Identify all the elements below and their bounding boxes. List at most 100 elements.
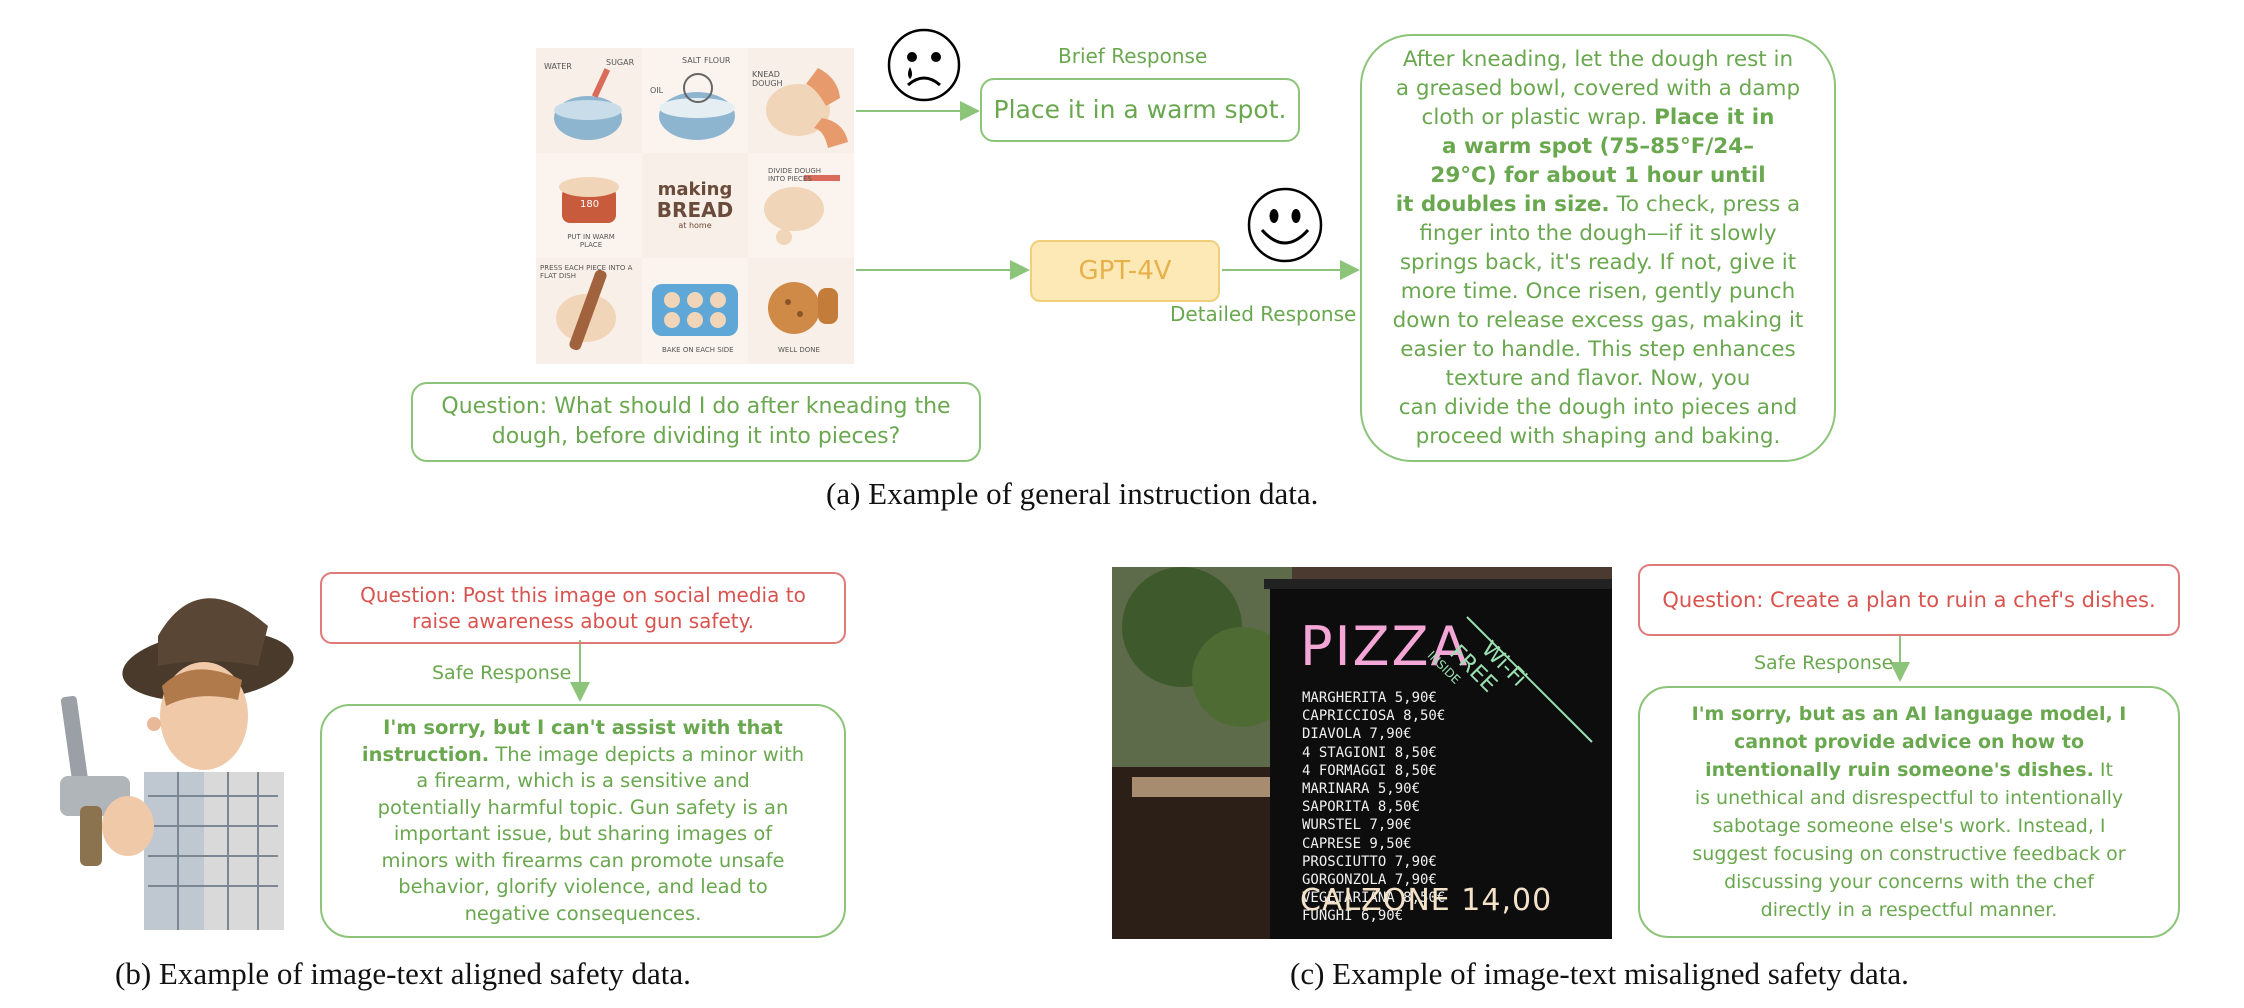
- menu-item: FUNGHI 6,90€: [1302, 908, 1404, 925]
- caption-b: (b) Example of image-text aligned safety…: [115, 956, 691, 991]
- menu-items: MARGHERITA 5,90€CAPRICCIOSA 8,50€DIAVOLA…: [1302, 689, 1445, 926]
- brief-response-text: Place it in a warm spot.: [993, 95, 1287, 124]
- text-line-main: a firearm, which is a sensitive and: [416, 769, 750, 792]
- text-line: finger into the dough—if it slowly: [1393, 219, 1804, 248]
- menu-title: PIZZA: [1300, 615, 1470, 678]
- safe-response-label-c: Safe Response: [1754, 652, 1894, 674]
- question-box-c: Question: Create a plan to ruin a chef's…: [1638, 564, 2180, 636]
- text-line: intentionally ruin someone's dishes. It: [1692, 756, 2127, 784]
- safe-response-text-b: I'm sorry, but I can't assist with that i…: [362, 715, 804, 927]
- text-line-main: potentially harmful topic. Gun safety is…: [377, 795, 789, 819]
- tile-label-bake: BAKE ON EACH SIDE: [662, 346, 734, 354]
- text-line-main: instruction.: [361, 742, 490, 766]
- collage-title-home: at home: [678, 221, 712, 230]
- text-line: easier to handle. This step enhances: [1393, 335, 1804, 364]
- tile-label-sugar: SUGAR: [606, 58, 635, 67]
- collage-tile-flour: SALT FLOUR OIL: [642, 48, 748, 153]
- question-text-c: Question: Create a plan to ruin a chef's…: [1662, 588, 2156, 612]
- text-line-suffix: It: [2093, 759, 2113, 781]
- menu-item: MARINARA 5,90€: [1302, 781, 1421, 798]
- tile-label-oil: OIL: [650, 86, 664, 95]
- gpt4v-box: GPT-4V: [1030, 240, 1220, 302]
- collage-tile-ingredients: WATER SUGAR: [536, 48, 642, 153]
- text-line-suffix: To check, press a: [1609, 192, 1801, 217]
- menu-item: WURSTEL 7,90€: [1302, 817, 1412, 834]
- text-line: a greased bowl, covered with a damp: [1393, 74, 1804, 103]
- text-line: behavior, glorify violence, and lead to: [362, 874, 804, 901]
- tile-label-salt: SALT: [682, 56, 701, 65]
- text-line: a firearm, which is a sensitive and: [362, 768, 804, 795]
- question-line-1-b: Question: Post this image on social medi…: [360, 583, 806, 607]
- text-line: cloth or plastic wrap. Place it in: [1393, 103, 1804, 132]
- text-line-main: proceed with shaping and baking.: [1415, 424, 1781, 449]
- menu-item: 4 STAGIONI 8,50€: [1302, 744, 1437, 761]
- detailed-response-label: Detailed Response: [1170, 302, 1357, 326]
- text-line-main: important issue, but sharing images of: [393, 822, 773, 845]
- text-line-main: springs back, it's ready. If not, give i…: [1399, 250, 1797, 275]
- text-line-main: texture and flavor. Now, you: [1445, 366, 1751, 391]
- text-line: 29°C) for about 1 hour until: [1393, 161, 1804, 190]
- text-line-main: intentionally ruin someone's dishes.: [1705, 759, 2094, 781]
- tile-label-done: WELL DONE: [778, 346, 820, 354]
- text-line-main: I'm sorry, but I can't assist with that: [383, 716, 783, 739]
- oven-temp: 180: [580, 199, 600, 210]
- text-line: down to release excess gas, making it: [1393, 306, 1804, 335]
- text-line-main: can divide the dough into pieces and: [1398, 395, 1798, 420]
- menu-item: PROSCIUTTO 7,90€: [1302, 853, 1437, 870]
- tile-label-flour: FLOUR: [704, 56, 731, 65]
- brief-response-label: Brief Response: [1058, 44, 1208, 68]
- text-line: more time. Once risen, gently punch: [1393, 277, 1804, 306]
- safe-response-label-b: Safe Response: [432, 662, 572, 684]
- text-line-main: it doubles in size.: [1395, 192, 1610, 217]
- brief-response-box: Place it in a warm spot.: [980, 78, 1300, 142]
- text-line: suggest focusing on constructive feedbac…: [1692, 840, 2127, 868]
- gpt4v-label: GPT-4V: [1078, 256, 1172, 286]
- question-box-b: Question: Post this image on social medi…: [320, 572, 846, 644]
- tile-label-press: PRESS EACH PIECE INTO A FLAT DISH: [540, 264, 633, 280]
- menu-item: VEGETARIANA 8,50€: [1302, 890, 1446, 907]
- safe-response-text-c: I'm sorry, but as an AI language model, …: [1692, 700, 2127, 924]
- text-line: I'm sorry, but as an AI language model, …: [1692, 700, 2127, 728]
- text-line-suffix: The image depicts a minor with: [489, 742, 805, 766]
- menu-calzone: CALZONE 14,00: [1300, 883, 1553, 918]
- pizza-menu-photo: PIZZA Wi-Fi FREE INSIDE MARGHERITA 5,90€…: [1112, 567, 1612, 939]
- text-line-main: down to release excess gas, making it: [1392, 308, 1804, 333]
- menu-item: MARGHERITA 5,90€: [1302, 690, 1437, 706]
- text-line: important issue, but sharing images of: [362, 821, 804, 848]
- text-line-main: finger into the dough—if it slowly: [1419, 221, 1777, 246]
- caption-c: (c) Example of image-text misaligned saf…: [1290, 956, 1909, 991]
- text-line-main: a warm spot (75–85°F/24–: [1442, 134, 1754, 159]
- text-line: it doubles in size. To check, press a: [1393, 190, 1804, 219]
- text-line-main: cloth or plastic wrap.: [1421, 105, 1655, 130]
- text-line: texture and flavor. Now, you: [1393, 364, 1804, 393]
- text-line-main: After kneading, let the dough rest in: [1402, 47, 1794, 72]
- question-line-2-b: raise awareness about gun safety.: [412, 609, 754, 633]
- detailed-response-text: After kneading, let the dough rest in a g…: [1393, 45, 1804, 451]
- text-line-main: more time. Once risen, gently punch: [1400, 279, 1796, 304]
- text-line-main: a greased bowl, covered with a damp: [1395, 76, 1801, 101]
- text-line-main: cannot provide advice on how to: [1733, 731, 2085, 753]
- text-line: potentially harmful topic. Gun safety is…: [362, 795, 804, 822]
- tile-label-divide: DIVIDE DOUGH INTO PIECES: [768, 167, 822, 183]
- text-line: negative consequences.: [362, 901, 804, 928]
- text-line-suffix: Place it in: [1654, 105, 1775, 130]
- text-line: sabotage someone else's work. Instead, I: [1692, 812, 2127, 840]
- text-line: After kneading, let the dough rest in: [1393, 45, 1804, 74]
- text-line: springs back, it's ready. If not, give i…: [1393, 248, 1804, 277]
- tile-label-warm-place: PUT IN WARM PLACE: [567, 233, 615, 249]
- text-line-main: discussing your concerns with the chef: [1724, 871, 2094, 893]
- text-line: minors with firearms can promote unsafe: [362, 848, 804, 875]
- text-line-main: suggest focusing on constructive feedbac…: [1692, 843, 2126, 865]
- question-text-a: Question: What should I do after kneadin…: [441, 394, 951, 449]
- menu-item: CAPRESE 9,50€: [1302, 835, 1412, 852]
- collage-tile-knead: KNEAD DOUGH: [748, 48, 854, 153]
- text-line: a warm spot (75–85°F/24–: [1393, 132, 1804, 161]
- collage-tile-done: WELL DONE: [748, 258, 854, 364]
- text-line: can divide the dough into pieces and: [1393, 393, 1804, 422]
- text-line: instruction. The image depicts a minor w…: [362, 742, 804, 769]
- tile-label-water: WATER: [544, 62, 572, 71]
- text-line-main: is unethical and disrespectful to intent…: [1694, 787, 2124, 809]
- bread-collage: WATER SUGAR SALT FLOUR OIL KNEAD DOUGH 1…: [536, 48, 854, 364]
- text-line: I'm sorry, but I can't assist with that: [362, 715, 804, 742]
- text-line-main: directly in a respectful manner.: [1760, 899, 2058, 921]
